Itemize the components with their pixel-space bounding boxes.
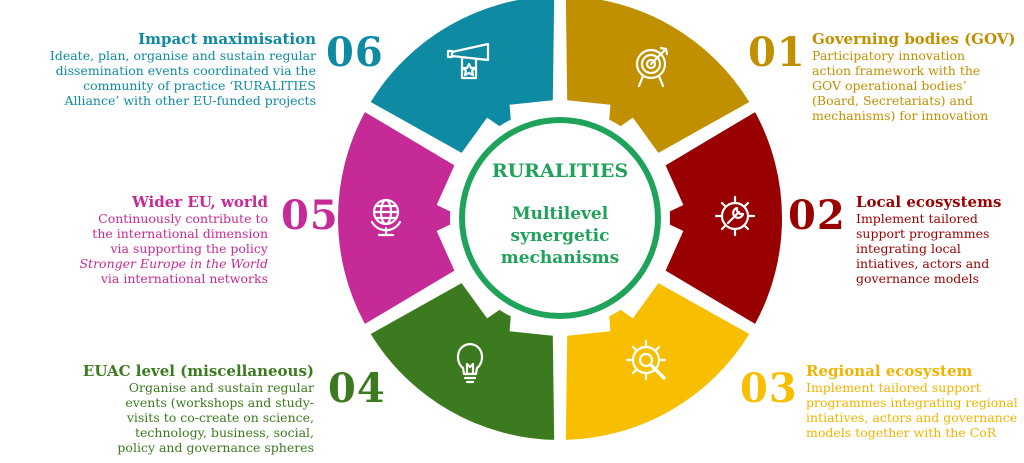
center-subtitle-line-2: synergetic <box>510 226 610 246</box>
segment-01-title: Governing bodies (GOV) <box>812 30 1016 48</box>
gear-magnifier-icon <box>625 339 667 381</box>
segment-05-line: Stronger Europe in the World <box>79 256 268 271</box>
segment-01-line: mechanisms) for innovation <box>812 108 989 123</box>
segment-03-line: intiatives, actors and governance <box>806 410 1018 425</box>
segment-03-number: 03 <box>740 365 798 412</box>
segment-06-title: Impact maximisation <box>138 30 316 48</box>
segment-01-line: Participatory innovation <box>812 48 966 63</box>
wheel-segments <box>338 0 783 440</box>
segment-03-line: programmes integrating regional <box>806 395 1018 410</box>
gear-wrench-icon <box>714 195 756 237</box>
center-subtitle-line-3: mechanisms <box>500 248 620 268</box>
segment-01-line: action framework with the <box>812 63 981 78</box>
segment-05-line: via international networks <box>100 271 268 286</box>
segment-04-line: events (workshops and study- <box>125 395 314 410</box>
segment-04-title: EUAC level (miscellaneous) <box>82 362 314 380</box>
segment-02-text: Local ecosystems Implement tailored supp… <box>856 193 1022 286</box>
segment-06-line: dissemination events coordinated via the <box>55 63 316 78</box>
segment-04-text: EUAC level (miscellaneous) Organise and … <box>80 362 314 455</box>
segment-04-line: Organise and sustain regular <box>128 380 314 395</box>
segment-01-number: 01 <box>748 29 806 76</box>
segment-06-number: 06 <box>326 29 384 76</box>
segment-02-line: Implement tailored <box>856 211 978 226</box>
segment-03-text: Regional ecosystem Implement tailored su… <box>806 362 1022 440</box>
center-subtitle: Multilevel synergetic mechanisms <box>460 203 660 269</box>
wheel-segment-04 <box>370 283 555 440</box>
segment-04-line: visits to co-create on science, <box>126 410 314 425</box>
segment-06-line: Ideate, plan, organise and sustain regul… <box>49 48 316 63</box>
target-icon <box>635 46 669 88</box>
segment-04-number: 04 <box>328 365 386 412</box>
segment-05-line: Continuously contribute to <box>98 211 268 226</box>
segment-02-number: 02 <box>788 192 846 239</box>
segment-02-line: integrating local <box>856 241 961 256</box>
segment-05-title: Wider EU, world <box>131 193 268 211</box>
segment-05-line: via supporting the policy <box>110 241 268 256</box>
segment-01-line: (Board, Secretariats) and <box>812 93 973 108</box>
segment-02-line: support programmes <box>856 226 990 241</box>
segment-05-line: the international dimension <box>92 226 268 241</box>
segment-02-line: intiatives, actors and <box>856 256 990 271</box>
segment-06-line: community of practice ‘RURALITIES <box>83 78 316 93</box>
wheel-segment-03 <box>565 283 750 440</box>
globe-icon <box>370 198 402 237</box>
segment-06-text: Impact maximisation Ideate, plan, organi… <box>36 30 316 108</box>
segment-06-line: Alliance’ with other EU-funded projects <box>64 93 316 108</box>
segment-05-number: 05 <box>281 192 339 239</box>
segment-05-text: Wider EU, world Continuously contribute … <box>68 193 268 286</box>
lightbulb-icon <box>456 342 484 384</box>
segment-01-text: Governing bodies (GOV) Participatory inn… <box>812 30 1022 123</box>
segment-03-line: models together with the CoR <box>806 425 997 440</box>
center-subtitle-line-1: Multilevel <box>511 204 609 224</box>
center-ring <box>459 117 661 319</box>
segment-01-line: GOV operational bodies’ <box>812 78 967 93</box>
segment-04-line: policy and governance spheres <box>117 440 314 455</box>
segment-03-title: Regional ecosystem <box>806 362 973 380</box>
segment-03-line: Implement tailored support <box>806 380 981 395</box>
wheel-segment-02 <box>656 112 783 324</box>
segment-02-line: governance models <box>856 271 980 286</box>
segment-04-line: technology, business, social, <box>135 425 314 440</box>
center-title: RURALITIES <box>491 160 629 182</box>
wheel-segment-05 <box>338 112 464 324</box>
megaphone-icon <box>446 42 490 80</box>
center-disc <box>450 108 670 328</box>
segment-02-title: Local ecosystems <box>856 193 1002 211</box>
